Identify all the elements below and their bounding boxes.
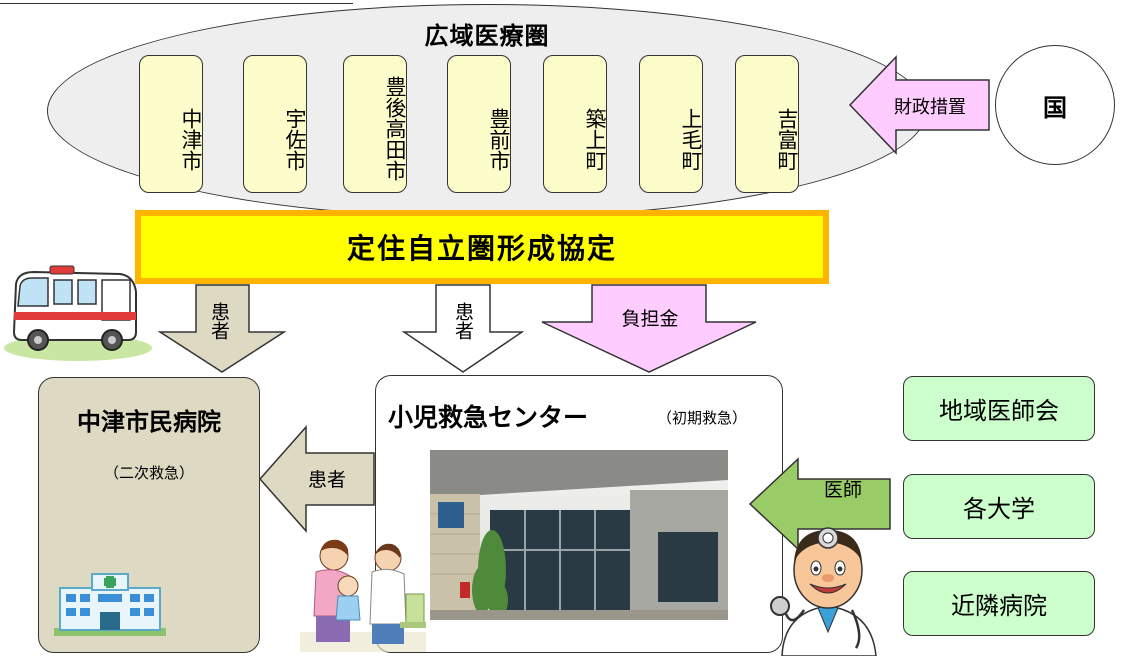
city-usa: 宇佐市 (243, 55, 307, 193)
patient-arrow-left-label: 患者 (208, 302, 230, 340)
patient-transfer-label: 患者 (307, 469, 346, 491)
city-chikujo: 築上町 (543, 55, 607, 193)
burden-arrow (541, 284, 757, 373)
city-yoshitomi: 吉富町 (735, 55, 799, 193)
hospital-name: 中津市民病院 (77, 408, 221, 436)
city-kozue: 上毛町 (639, 55, 703, 193)
fiscal-label: 財政措置 (894, 97, 966, 118)
partner-local-medical-association: 地域医師会 (903, 376, 1095, 441)
doctor-illustration (770, 527, 877, 656)
ambulance-icon (4, 265, 152, 361)
agreement-banner: 定住自立圏形成協定 (135, 210, 829, 284)
patient-transfer-arrow (258, 425, 375, 533)
patient-arrow-down-mid (402, 284, 524, 373)
region-title: 広域医療圏 (424, 22, 550, 50)
hospital-building-icon (54, 573, 166, 636)
fiscal-arrow (848, 55, 990, 155)
partner-universities: 各大学 (903, 474, 1095, 539)
country-circle: 国 (995, 45, 1115, 165)
burden-label: 負担金 (621, 308, 679, 330)
center-level: （初期救急） (657, 409, 748, 427)
center-photo (430, 450, 728, 620)
partner-neighboring-hospitals: 近隣病院 (903, 571, 1095, 636)
patient-arrow-mid-label: 患者 (452, 302, 474, 340)
pediatric-care-illustration (300, 539, 426, 652)
doctor-arrow (748, 457, 891, 551)
city-nakatsu: 中津市 (139, 55, 203, 193)
patient-arrow-down-left (158, 284, 286, 373)
city-bungotakada: 豊後高田市 (343, 55, 407, 193)
city-buzen: 豊前市 (447, 55, 511, 193)
header-rule (0, 3, 353, 4)
doctor-arrow-label: 医師 (823, 479, 862, 501)
hospital-level: （二次救急） (103, 464, 194, 482)
center-title: 小児救急センター (388, 403, 589, 432)
